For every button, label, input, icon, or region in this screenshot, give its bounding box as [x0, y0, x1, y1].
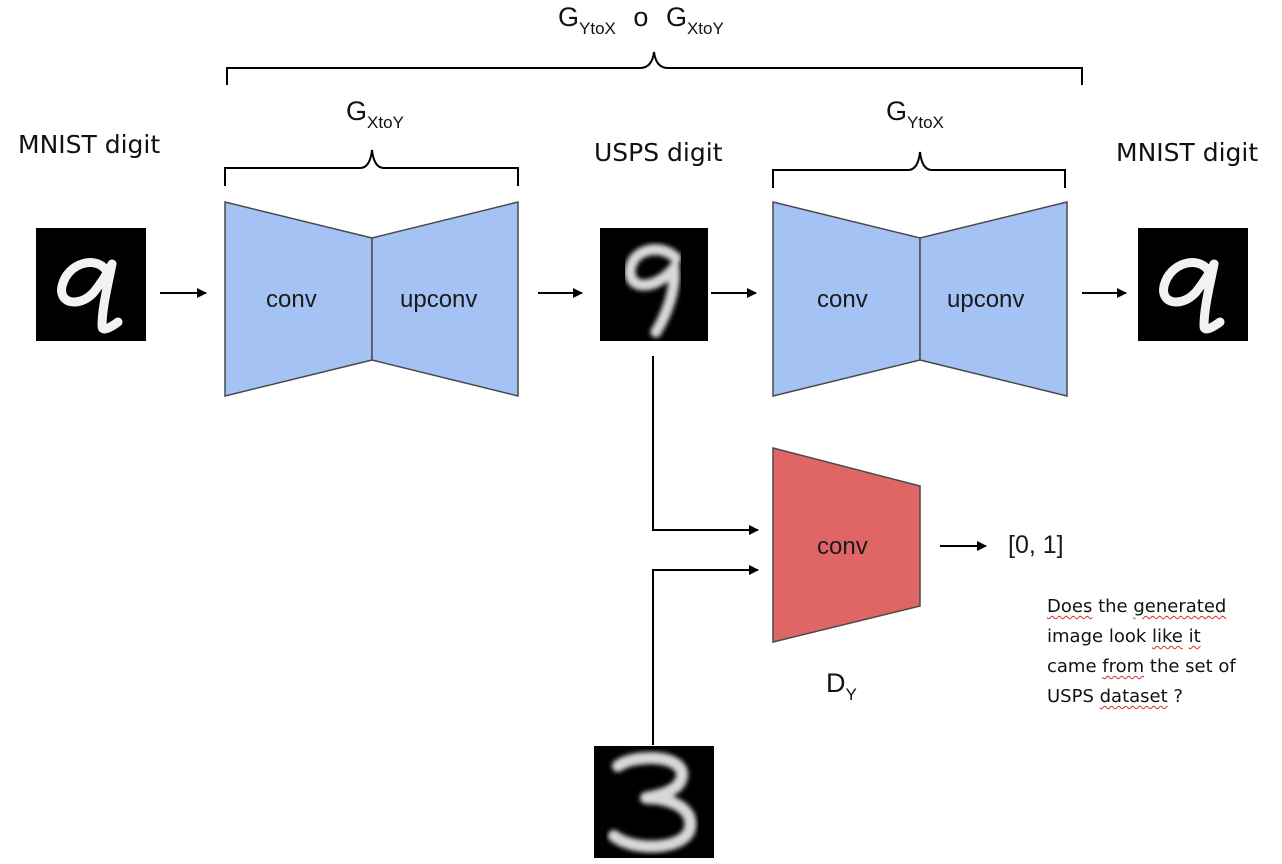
gxy-sub: XtoY — [367, 113, 404, 132]
connector-usps-to-disc — [652, 356, 759, 535]
note-word-usps: USPS — [1047, 686, 1094, 707]
note-word-question: ? — [1173, 686, 1183, 707]
mnist-output-digit-glyph — [1159, 258, 1225, 334]
real-usps-digit-glyph — [608, 752, 697, 853]
note-word-from: from — [1102, 656, 1145, 677]
note-word-image: image — [1047, 626, 1104, 647]
note-word-dataset: dataset — [1099, 686, 1168, 707]
composite-brace — [226, 51, 1083, 85]
g1-conv-text: conv — [266, 286, 317, 313]
note-word-generated: generated — [1133, 596, 1227, 617]
score-output: [0, 1] — [1008, 531, 1064, 559]
discriminator-block — [772, 447, 921, 643]
mnist-input-digit-image — [36, 228, 146, 341]
disc-conv-text: conv — [817, 533, 868, 560]
usps-digit-image — [600, 228, 708, 341]
composite-label: GYtoX o GXtoY — [558, 2, 724, 39]
composite-g2: G — [665, 2, 687, 32]
note-word-look: look — [1108, 626, 1147, 647]
g2-conv-text: conv — [817, 286, 868, 313]
g2-decoder-block — [919, 201, 1068, 397]
dy-label: DY — [826, 668, 857, 705]
composite-operator: o — [633, 2, 649, 32]
gyx-main: G — [886, 96, 908, 126]
mnist-input-label: MNIST digit — [18, 130, 161, 159]
note-word-came: came — [1047, 656, 1097, 677]
gyx-brace — [772, 151, 1066, 188]
composite-g1: G — [558, 2, 580, 32]
gxy-label: GXtoY — [346, 96, 404, 133]
note-word-the-set-of: the set of — [1149, 656, 1236, 677]
usps-digit-glyph — [624, 244, 682, 338]
connector-real-to-disc — [652, 565, 759, 745]
mnist-output-label: MNIST digit — [1116, 138, 1259, 167]
gxy-brace — [224, 149, 519, 186]
gyx-label: GYtoX — [886, 96, 944, 133]
real-usps-digit-image — [594, 746, 714, 858]
g1-decoder-block — [371, 201, 519, 397]
question-note: Does the generated image look like it ca… — [1047, 592, 1277, 712]
dy-main: D — [826, 668, 846, 698]
g2-upconv-text: upconv — [947, 286, 1025, 313]
note-word-it: it — [1188, 626, 1201, 647]
dy-sub: Y — [845, 685, 857, 704]
usps-label: USPS digit — [594, 138, 723, 167]
gyx-sub: YtoX — [907, 113, 944, 132]
gxy-main: G — [346, 96, 368, 126]
note-word-the: the — [1098, 596, 1128, 617]
composite-sub1: YtoX — [579, 19, 616, 38]
mnist-output-digit-image — [1138, 228, 1248, 341]
note-word-like: like — [1152, 626, 1183, 647]
g1-upconv-text: upconv — [400, 286, 478, 313]
composite-sub2: XtoY — [686, 19, 724, 38]
note-word-does: Does — [1047, 596, 1093, 617]
mnist-input-digit-glyph — [57, 258, 123, 334]
